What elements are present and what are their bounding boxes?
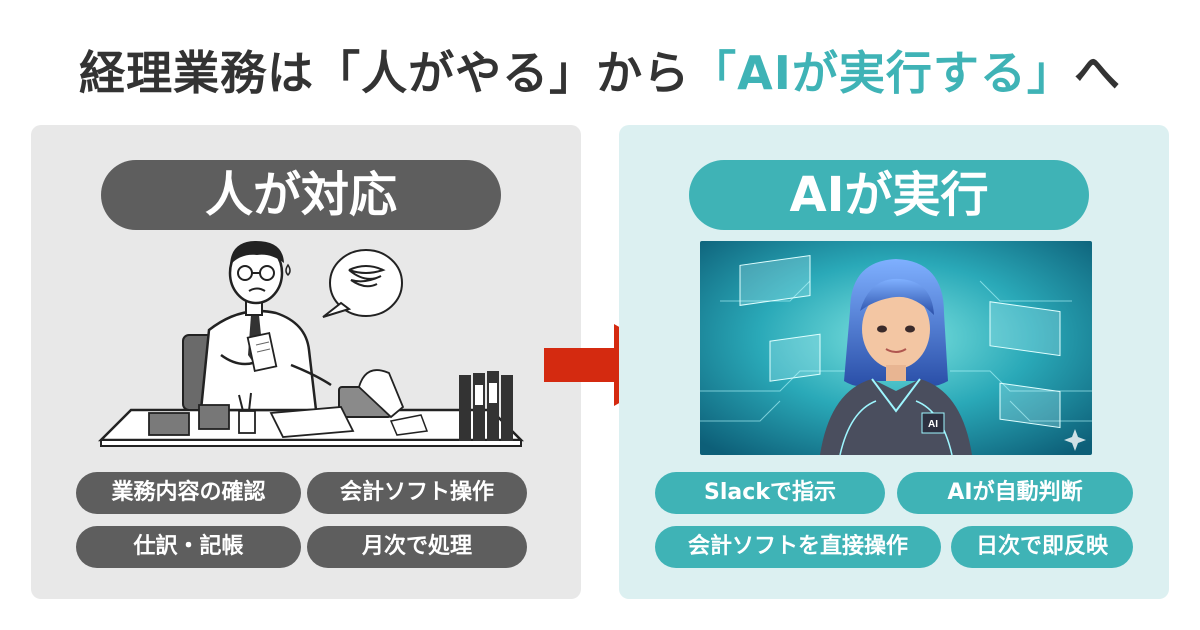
headline: 経理業務は「人がやる」から「AIが実行する」へ — [0, 38, 1200, 108]
human-tag-software-operation: 会計ソフト操作 — [307, 472, 527, 514]
ai-badge: AI — [928, 419, 938, 430]
headline-part-3: へ — [1073, 46, 1121, 100]
headline-accent: 「AIが実行する」 — [690, 46, 1074, 100]
human-tag-monthly-processing: 月次で処理 — [307, 526, 527, 568]
human-tag-task-check: 業務内容の確認 — [76, 472, 301, 514]
arrow-right-icon — [544, 324, 686, 406]
ai-tag-slack-instruction: Slackで指示 — [655, 472, 885, 514]
ai-assistant-illustration: AI — [700, 241, 1092, 455]
headline-part-1: 経理業務は「人がやる」から — [79, 46, 691, 100]
human-tag-bookkeeping: 仕訳・記帳 — [76, 526, 301, 568]
ai-tag-auto-judgement: AIが自動判断 — [897, 472, 1133, 514]
ai-panel: AIが実行 — [619, 125, 1169, 599]
human-panel-title: 人が対応 — [101, 160, 501, 230]
ai-tag-daily-reflection: 日次で即反映 — [951, 526, 1133, 568]
ai-panel-title: AIが実行 — [689, 160, 1089, 230]
ai-tag-direct-software-operation: 会計ソフトを直接操作 — [655, 526, 941, 568]
stressed-worker-illustration — [97, 241, 525, 447]
human-panel: 人が対応 — [31, 125, 581, 599]
